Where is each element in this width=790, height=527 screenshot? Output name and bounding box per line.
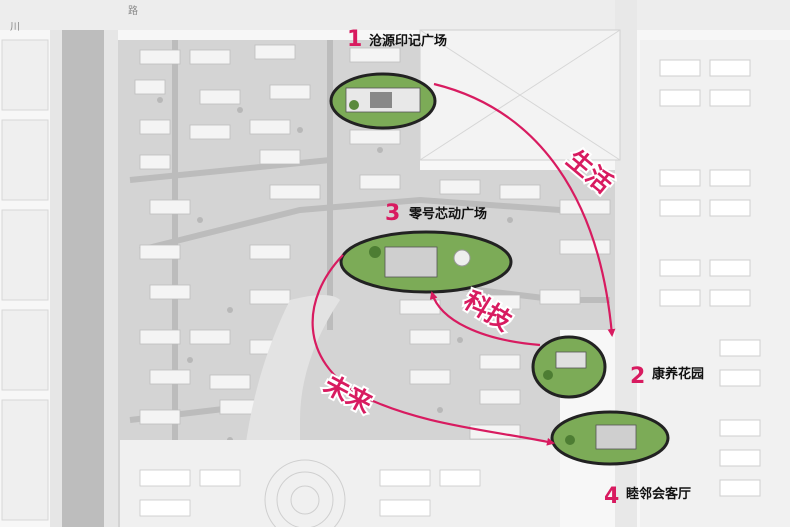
site-1-label: 1 沧源印记广场	[347, 27, 447, 52]
site-3-marker[interactable]	[339, 230, 513, 294]
arrow-future	[311, 254, 555, 446]
site-3-name: 零号芯动广场	[408, 206, 487, 222]
arrow-tech	[429, 291, 541, 347]
site-4-marker[interactable]	[550, 410, 670, 466]
site-2-marker[interactable]	[531, 335, 607, 399]
route-arrows	[311, 82, 616, 446]
canal-edge-label: 川	[10, 22, 20, 33]
site-3-number: 3	[385, 201, 400, 226]
canal	[62, 30, 104, 527]
arrow-life	[433, 82, 616, 337]
site-1-marker[interactable]	[329, 72, 437, 130]
site-1-name: 沧源印记广场	[369, 33, 447, 49]
site-4-label: 4 睦邻会客厅	[604, 484, 691, 509]
site-2-label: 2 康养花园	[630, 364, 704, 389]
site-1-number: 1	[347, 27, 362, 52]
top-road-label: 路	[128, 4, 138, 17]
site-2-name: 康养花园	[652, 366, 704, 382]
site-4-number: 4	[604, 484, 619, 509]
site-4-name: 睦邻会客厅	[626, 486, 691, 502]
top-road	[0, 0, 790, 30]
site-2-number: 2	[630, 364, 645, 389]
site-3-label: 3 零号芯动广场	[385, 201, 487, 226]
